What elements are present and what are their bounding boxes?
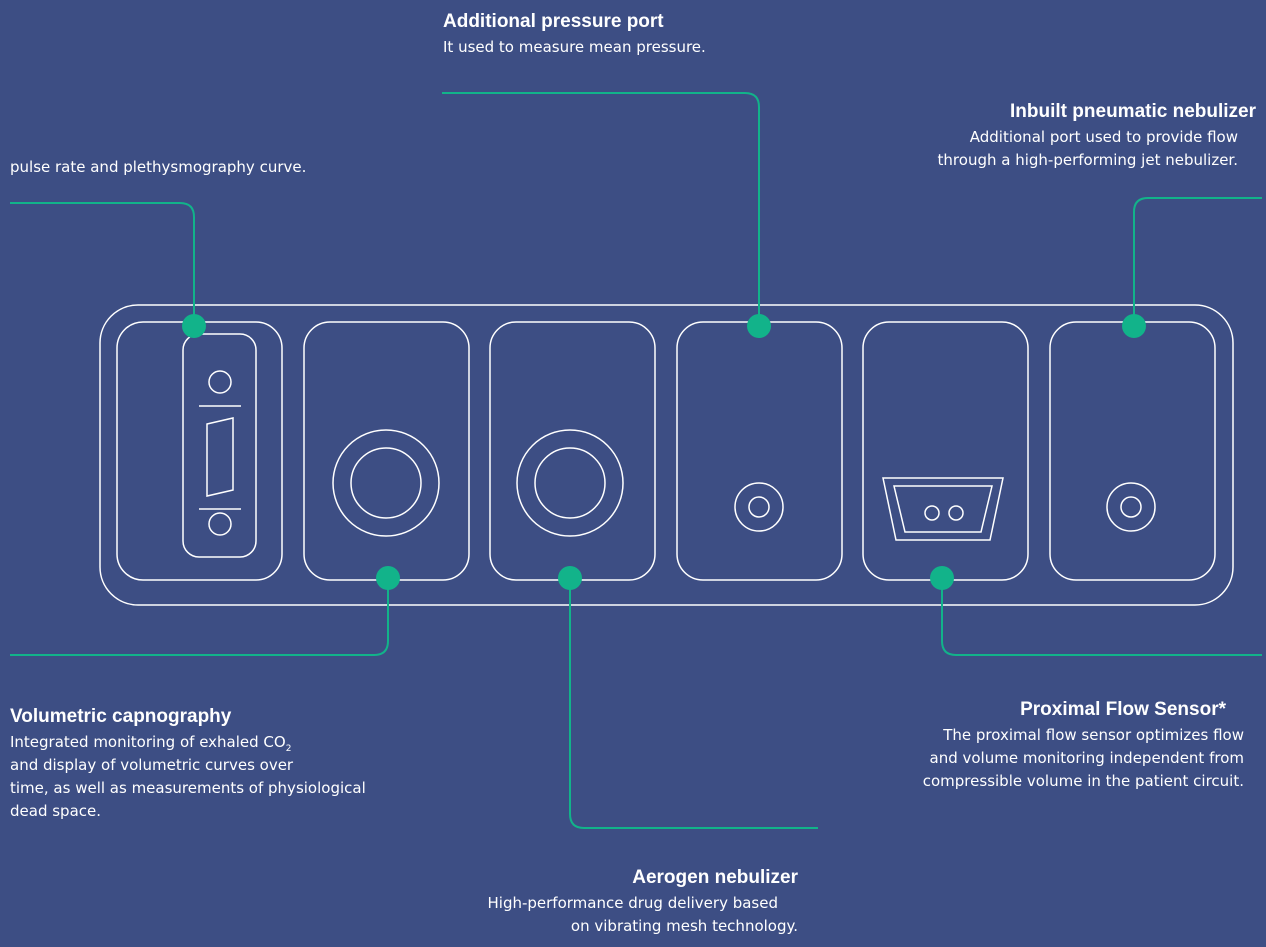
callout-title: Proximal Flow Sensor* bbox=[1020, 699, 1226, 720]
port-bay-pneumatic bbox=[1049, 321, 1216, 581]
aerogen-port bbox=[516, 429, 624, 537]
callout-description: pulse rate and plethysmography curve. bbox=[10, 158, 307, 176]
marker-dot-capnography bbox=[376, 566, 400, 590]
leader-line-pressure bbox=[442, 92, 760, 326]
capnography-port bbox=[332, 429, 440, 537]
flow-sensor-connector bbox=[882, 477, 1004, 541]
leader-line-pneumatic bbox=[1133, 197, 1262, 326]
callout-description-line: time, as well as measurements of physiol… bbox=[10, 779, 366, 797]
co2-subscript: 2 bbox=[285, 744, 292, 754]
marker-dot-flow-sensor bbox=[930, 566, 954, 590]
leader-line-aerogen bbox=[569, 578, 818, 829]
callout-proximal-flow-sensor: Proximal Flow Sensor* The proximal flow … bbox=[923, 698, 1244, 793]
marker-dot-pressure bbox=[747, 314, 771, 338]
port-bay-capnography bbox=[303, 321, 470, 581]
callout-description-line: High-performance drug delivery based bbox=[487, 894, 779, 912]
callout-pneumatic-nebulizer: Inbuilt pneumatic nebulizer Additional p… bbox=[938, 100, 1256, 172]
callout-description-line: dead space. bbox=[10, 802, 102, 820]
leader-line-capnography bbox=[10, 578, 389, 656]
connector-panel bbox=[99, 304, 1234, 606]
callout-title: Inbuilt pneumatic nebulizer bbox=[1010, 101, 1256, 122]
callout-pulse: pulse rate and plethysmography curve. bbox=[10, 156, 306, 179]
callout-description-line: Additional port used to provide flow bbox=[969, 128, 1238, 146]
port-bay-pressure bbox=[676, 321, 843, 581]
port-bay-flow-sensor bbox=[862, 321, 1029, 581]
callout-description-line: and volume monitoring independent from bbox=[929, 749, 1244, 767]
callout-pressure-port: Additional pressure port It used to meas… bbox=[443, 10, 706, 59]
marker-dot-spo2 bbox=[182, 314, 206, 338]
pneumatic-nebulizer-port bbox=[1106, 482, 1156, 532]
callout-description-line: and display of volumetric curves over bbox=[10, 756, 294, 774]
callout-description-line: The proximal flow sensor optimizes flow bbox=[943, 726, 1244, 744]
callout-description-line: through a high-performing jet nebulizer. bbox=[937, 151, 1238, 169]
port-bay-aerogen bbox=[489, 321, 656, 581]
spo2-connector bbox=[182, 333, 257, 558]
leader-line-flow-sensor bbox=[941, 578, 1262, 656]
callout-description-line: compressible volume in the patient circu… bbox=[922, 772, 1244, 790]
pressure-port bbox=[734, 482, 784, 532]
marker-dot-pneumatic bbox=[1122, 314, 1146, 338]
marker-dot-aerogen bbox=[558, 566, 582, 590]
leader-line-pulse bbox=[10, 202, 195, 326]
callout-title: Additional pressure port bbox=[443, 11, 664, 32]
callout-aerogen-nebulizer: Aerogen nebulizer High-performance drug … bbox=[488, 866, 799, 938]
callout-title: Volumetric capnography bbox=[10, 706, 232, 727]
port-bay-spo2 bbox=[116, 321, 283, 581]
callout-text: Integrated monitoring of exhaled CO bbox=[10, 733, 286, 751]
callout-description-line: Integrated monitoring of exhaled CO2 bbox=[10, 731, 366, 754]
callout-volumetric-capnography: Volumetric capnography Integrated monito… bbox=[10, 705, 366, 823]
callout-description-line: on vibrating mesh technology. bbox=[570, 917, 798, 935]
callout-description: It used to measure mean pressure. bbox=[443, 38, 706, 56]
callout-title: Aerogen nebulizer bbox=[632, 867, 798, 888]
